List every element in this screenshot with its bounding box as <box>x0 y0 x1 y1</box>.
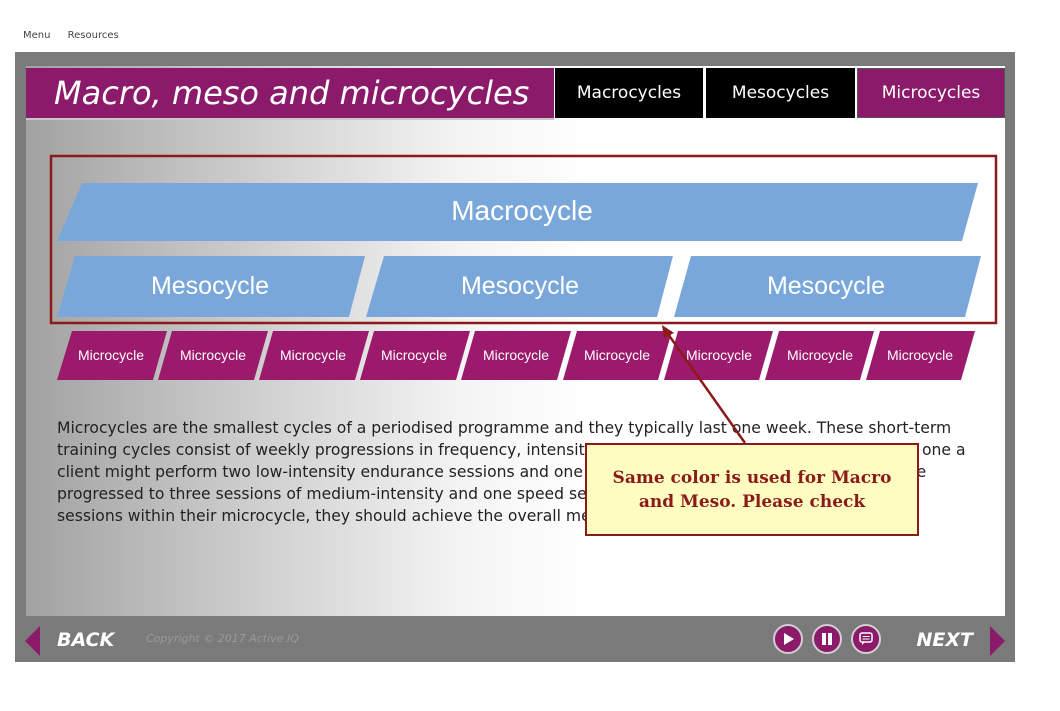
microcycle-label: Microcycle <box>686 347 752 363</box>
top-menu: Menu Resources <box>23 30 133 41</box>
pause-button[interactable] <box>812 624 842 654</box>
back-button[interactable]: BACK <box>57 629 115 651</box>
mesocycle-label: Mesocycle <box>461 272 579 300</box>
microcycle-bar <box>158 331 268 380</box>
menu-link[interactable]: Menu <box>23 30 51 41</box>
microcycle-label: Microcycle <box>78 347 144 363</box>
resources-link[interactable]: Resources <box>67 30 119 41</box>
microcycle-label: Microcycle <box>887 347 953 363</box>
microcycle-label: Microcycle <box>381 347 447 363</box>
mesocycle-bar <box>57 256 365 317</box>
microcycle-bar <box>259 331 369 380</box>
mesocycle-bar <box>366 256 673 317</box>
review-comment-box: Same color is used for Macro and Meso. P… <box>585 443 919 536</box>
next-arrow-icon[interactable] <box>990 626 1005 656</box>
mesocycle-label: Mesocycle <box>767 272 885 300</box>
microcycle-bar <box>765 331 874 380</box>
comment-icon <box>859 632 873 645</box>
microcycle-label: Microcycle <box>787 347 853 363</box>
microcycle-bar <box>360 331 470 380</box>
tab-mesocycles[interactable]: Mesocycles <box>706 68 855 118</box>
microcycle-bar <box>866 331 975 380</box>
mesocycle-label: Mesocycle <box>151 272 269 300</box>
copyright-text: Copyright © 2017 Active IQ <box>146 632 299 645</box>
microcycle-bar <box>563 331 672 380</box>
bottom-nav-bar: BACK Copyright © 2017 Active IQ NEXT <box>15 616 1015 662</box>
next-button[interactable]: NEXT <box>916 629 974 651</box>
microcycle-bar <box>57 331 167 380</box>
play-button[interactable] <box>773 624 803 654</box>
highlight-box <box>49 154 998 325</box>
macrocycle-label: Macrocycle <box>451 195 593 226</box>
microcycle-label: Microcycle <box>180 347 246 363</box>
tab-microcycles[interactable]: Microcycles <box>857 68 1005 118</box>
page-title: Macro, meso and microcycles <box>54 74 530 112</box>
back-arrow-icon[interactable] <box>25 626 40 656</box>
mesocycle-bar <box>674 256 981 317</box>
comment-button[interactable] <box>851 624 881 654</box>
microcycle-label: Microcycle <box>280 347 346 363</box>
microcycle-label: Microcycle <box>483 347 549 363</box>
macrocycle-bar <box>57 183 978 241</box>
pause-icon <box>822 633 832 645</box>
tab-macrocycles[interactable]: Macrocycles <box>555 68 703 118</box>
play-icon <box>784 633 794 645</box>
title-bar: Macro, meso and microcycles <box>26 68 554 120</box>
microcycle-label: Microcycle <box>584 347 650 363</box>
microcycle-bar <box>461 331 571 380</box>
